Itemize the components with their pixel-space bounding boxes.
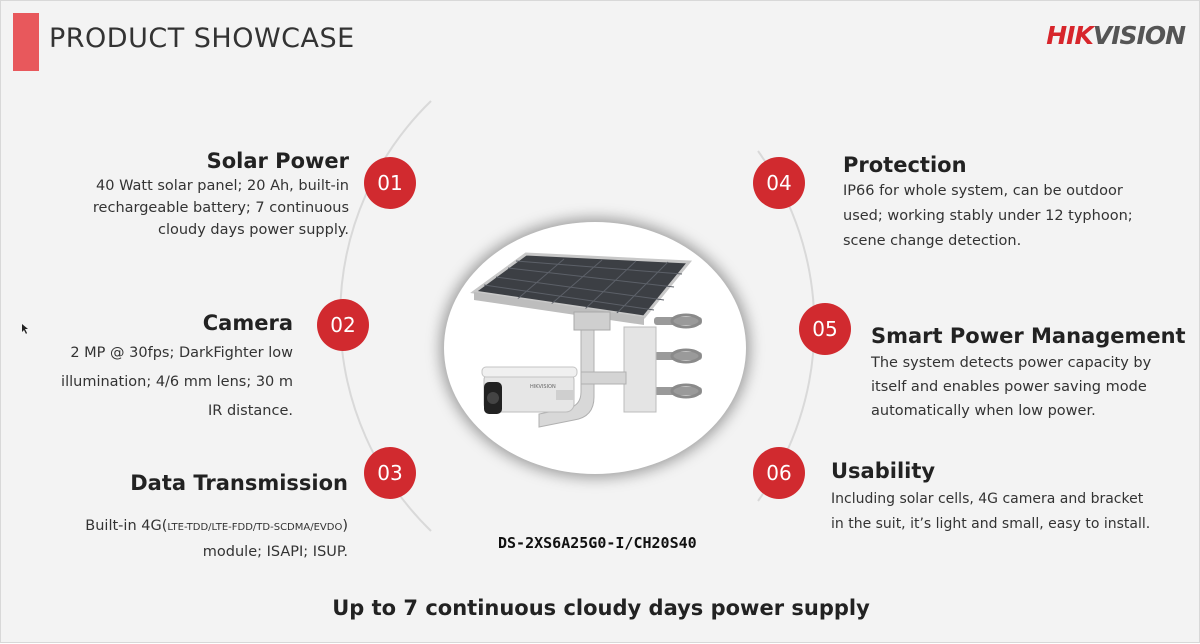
solar-camera-illustration: HIKVISION <box>470 252 702 428</box>
title-accent-bar <box>13 13 39 71</box>
product-model-number: DS-2XS6A25G0-I/CH20S40 <box>498 534 697 552</box>
feature-number-04: 04 <box>753 157 805 209</box>
feature-title-smart-power-management: Smart Power Management <box>871 324 1186 348</box>
feature-title-solar-power: Solar Power <box>206 149 349 173</box>
feature-number-06: 06 <box>753 447 805 499</box>
page-title: PRODUCT SHOWCASE <box>49 23 355 54</box>
tagline: Up to 7 continuous cloudy days power sup… <box>332 596 870 620</box>
feature-desc-protection: IP66 for whole system, can be outdoor us… <box>843 183 1133 249</box>
feature-title-usability: Usability <box>831 459 936 483</box>
svg-text:HIKVISION: HIKVISION <box>530 384 556 390</box>
feature-desc-usability: Including solar cells, 4G camera and bra… <box>831 491 1151 532</box>
mouse-cursor-icon <box>22 324 28 334</box>
feature-title-camera: Camera <box>202 311 293 335</box>
feature-number-03: 03 <box>364 447 416 499</box>
feature-desc-data-transmission: Built-in 4G(LTE-TDD/LTE-FDD/TD-SCDMA/EVD… <box>85 518 348 560</box>
feature-title-protection: Protection <box>843 153 967 177</box>
feature-desc-camera: 2 MP @ 30fps; DarkFighter low illuminati… <box>61 345 293 419</box>
feature-title-data-transmission: Data Transmission <box>130 471 348 495</box>
product-image-circle: HIKVISION <box>444 222 746 474</box>
feature-desc-smart-power-management: The system detects power capacity by its… <box>871 355 1152 419</box>
feature-number-01: 01 <box>364 157 416 209</box>
feature-desc-solar-power: 40 Watt solar panel; 20 Ah, built-in rec… <box>92 178 349 238</box>
hikvision-logo: HIKVISION <box>1046 21 1186 50</box>
feature-number-02: 02 <box>317 299 369 351</box>
feature-number-05: 05 <box>799 303 851 355</box>
